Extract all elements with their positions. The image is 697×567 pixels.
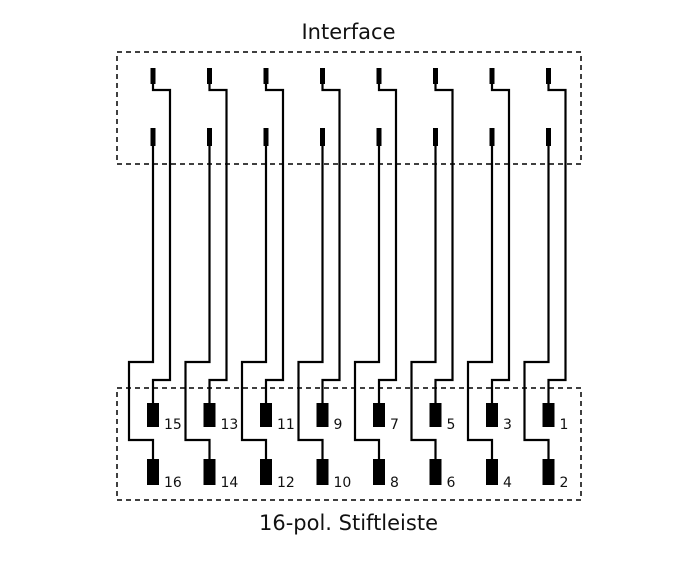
channel-2: 13 14	[184, 68, 239, 491]
wire-upper	[547, 84, 567, 404]
pin-block-even	[260, 459, 272, 485]
pin-number-odd: 5	[447, 417, 456, 433]
channel-5: 78	[353, 68, 399, 491]
wire-upper	[434, 84, 454, 404]
channel-7: 34	[466, 68, 512, 491]
wire-lower	[184, 146, 211, 460]
pin-number-odd: 11	[277, 417, 295, 433]
pin-block-even	[429, 459, 442, 485]
pin-block-odd	[203, 403, 216, 427]
pin-number-even: 2	[560, 475, 569, 491]
pin-number-even: 6	[447, 475, 456, 491]
pin-number-even: 8	[390, 475, 399, 491]
pin-block-even	[316, 459, 329, 485]
wire-lower	[410, 146, 437, 460]
wire-lower	[297, 146, 324, 460]
pin-block-even	[147, 459, 159, 485]
wire-upper	[321, 84, 341, 404]
pin-number-even: 12	[277, 475, 295, 491]
pin-number-odd: 3	[503, 417, 512, 433]
pin-block-odd	[373, 403, 385, 427]
interface-label: Interface	[301, 20, 396, 44]
pin-number-odd: 13	[221, 417, 239, 433]
pin-number-even: 10	[334, 475, 352, 491]
pin-number-even: 16	[164, 475, 182, 491]
wire-upper	[377, 84, 398, 404]
wire-lower	[353, 146, 381, 460]
pin-number-even: 4	[503, 475, 512, 491]
wire-upper	[208, 84, 228, 404]
wire-lower	[523, 146, 550, 460]
pin-block-even	[373, 459, 385, 485]
header-label: 16-pol. Stiftleiste	[258, 511, 438, 535]
pin-number-odd: 1	[560, 417, 569, 433]
channel-4: 9 10	[297, 68, 352, 491]
pin-block-even	[486, 459, 498, 485]
pin-block-even	[203, 459, 216, 485]
wire-lower	[127, 146, 155, 460]
pin-number-odd: 9	[334, 417, 343, 433]
pin-number-even: 14	[221, 475, 239, 491]
channel-8: 12	[523, 68, 569, 491]
channel-6: 56	[410, 68, 456, 491]
wire-lower	[466, 146, 494, 460]
pin-block-odd	[429, 403, 442, 427]
pin-block-odd	[542, 403, 555, 427]
wire-upper	[490, 84, 511, 404]
wire-lower	[240, 146, 268, 460]
pin-number-odd: 7	[390, 417, 399, 433]
pin-block-odd	[147, 403, 159, 427]
pin-number-odd: 15	[164, 417, 182, 433]
pin-block-odd	[316, 403, 329, 427]
pin-block-even	[542, 459, 555, 485]
pin-block-odd	[486, 403, 498, 427]
interface-box	[116, 51, 582, 165]
wire-upper	[264, 84, 285, 404]
channel-3: 11 12	[240, 68, 295, 491]
pin-block-odd	[260, 403, 272, 427]
wire-upper	[151, 84, 172, 404]
